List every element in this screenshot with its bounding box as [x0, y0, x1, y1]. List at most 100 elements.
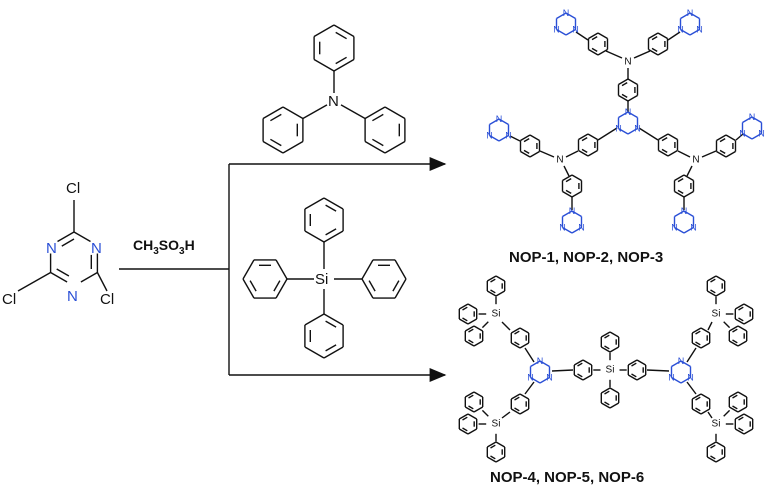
bond-line [597, 48, 608, 56]
bond-line [490, 289, 496, 294]
amine-nitrogen: N [692, 155, 699, 166]
bond-line [270, 113, 282, 122]
cc-cl-bond [96, 272, 108, 292]
bond-line [719, 149, 726, 155]
product-top-label: NOP-1, NOP-2, NOP-3 [509, 249, 663, 266]
bond-line [591, 35, 598, 41]
triazine-nitrogen: N [668, 373, 675, 383]
triazine-bond [530, 360, 541, 368]
silicon-label: Si [315, 271, 328, 288]
bond-line [737, 391, 748, 398]
bond-line [587, 133, 598, 141]
bond-line [627, 374, 638, 381]
cc-ring-double-bond [61, 238, 75, 247]
triphenylamine-bonds [262, 24, 406, 154]
triazine-nitrogen: N [687, 373, 694, 383]
bond-line [468, 405, 474, 410]
bond-line [648, 32, 659, 40]
bond-line [734, 318, 745, 325]
bond-line [604, 345, 610, 350]
bond-line [323, 230, 344, 243]
triazine-nitrogen: N [578, 223, 585, 233]
triazine-nitrogen: N [527, 373, 534, 383]
bond-line [743, 428, 754, 435]
triazine-nitrogen: N [615, 124, 622, 134]
triazine-nitrogen: N [505, 131, 512, 141]
bond-line [510, 327, 521, 334]
tpa-n-bond [302, 104, 328, 120]
bond-line [578, 133, 589, 141]
triazine-nitrogen: N [634, 124, 641, 134]
triazine-nitrogen: N [572, 25, 579, 35]
bond-line [581, 148, 588, 154]
bond-line [700, 342, 711, 349]
bond-line [275, 259, 288, 280]
bond-line [323, 197, 344, 210]
amine-nitrogen-label: N [328, 93, 339, 110]
bond-line [600, 331, 611, 338]
cc-ring-bond [80, 271, 98, 283]
triazine-bond [556, 28, 567, 36]
bond-line [275, 278, 288, 299]
bond-line [464, 391, 475, 398]
bond-line [657, 32, 668, 40]
triazine-bond [680, 12, 691, 20]
bond-line [737, 406, 748, 413]
bond-line [361, 259, 374, 280]
bond-line [743, 303, 754, 310]
bond-line [578, 149, 589, 157]
bond-line [510, 408, 521, 415]
cc-ring-bond [50, 271, 68, 283]
chlorine-left-label: Cl [2, 291, 16, 308]
bond-line [683, 174, 694, 182]
silicon-atom: Si [492, 309, 501, 320]
bond-line [273, 280, 281, 292]
bond-line [735, 133, 744, 141]
bond-line [715, 456, 726, 463]
bond-line [523, 137, 530, 143]
bond-line [514, 341, 520, 346]
bond-line [304, 197, 325, 210]
bond-line [600, 402, 611, 409]
triazine-bond [489, 118, 500, 126]
bond-line [707, 321, 713, 331]
triazine-nitrogen: N [625, 107, 632, 117]
bond-line [573, 374, 584, 381]
bond-line [657, 48, 668, 56]
bond-line [519, 327, 530, 334]
triazine-nitrogen: N [690, 223, 697, 233]
bond-line [609, 387, 620, 394]
bond-line [636, 374, 647, 381]
tetraphenylsilane-structure: Si [242, 197, 407, 359]
triazine-bond [489, 134, 500, 142]
bond-line [384, 106, 406, 120]
bond-line [565, 189, 572, 195]
bond-line [323, 313, 344, 326]
bond-line [495, 290, 506, 297]
bond-line [636, 359, 647, 366]
silicon-atom: Si [606, 365, 615, 376]
bond-line [462, 317, 468, 322]
triazine-bond [689, 12, 700, 20]
triazine-bond [742, 116, 753, 124]
triazine-bond [674, 226, 685, 234]
bond-line [313, 58, 335, 72]
triazine-bond [742, 132, 753, 140]
triazine-nitrogen: N [696, 25, 703, 35]
bond-line [392, 280, 400, 292]
bond-line [618, 94, 629, 102]
bond-line [738, 317, 744, 322]
triazine-bond [571, 210, 582, 218]
bond-line [734, 303, 745, 310]
bond-line [627, 94, 638, 102]
bond-line [700, 408, 711, 415]
triazine-bond [562, 226, 573, 234]
bond-line [364, 140, 386, 154]
bond-line [467, 428, 478, 435]
bond-line [361, 278, 374, 299]
bond-line [501, 411, 511, 419]
bond-line [674, 190, 685, 198]
bond-line [728, 391, 739, 398]
